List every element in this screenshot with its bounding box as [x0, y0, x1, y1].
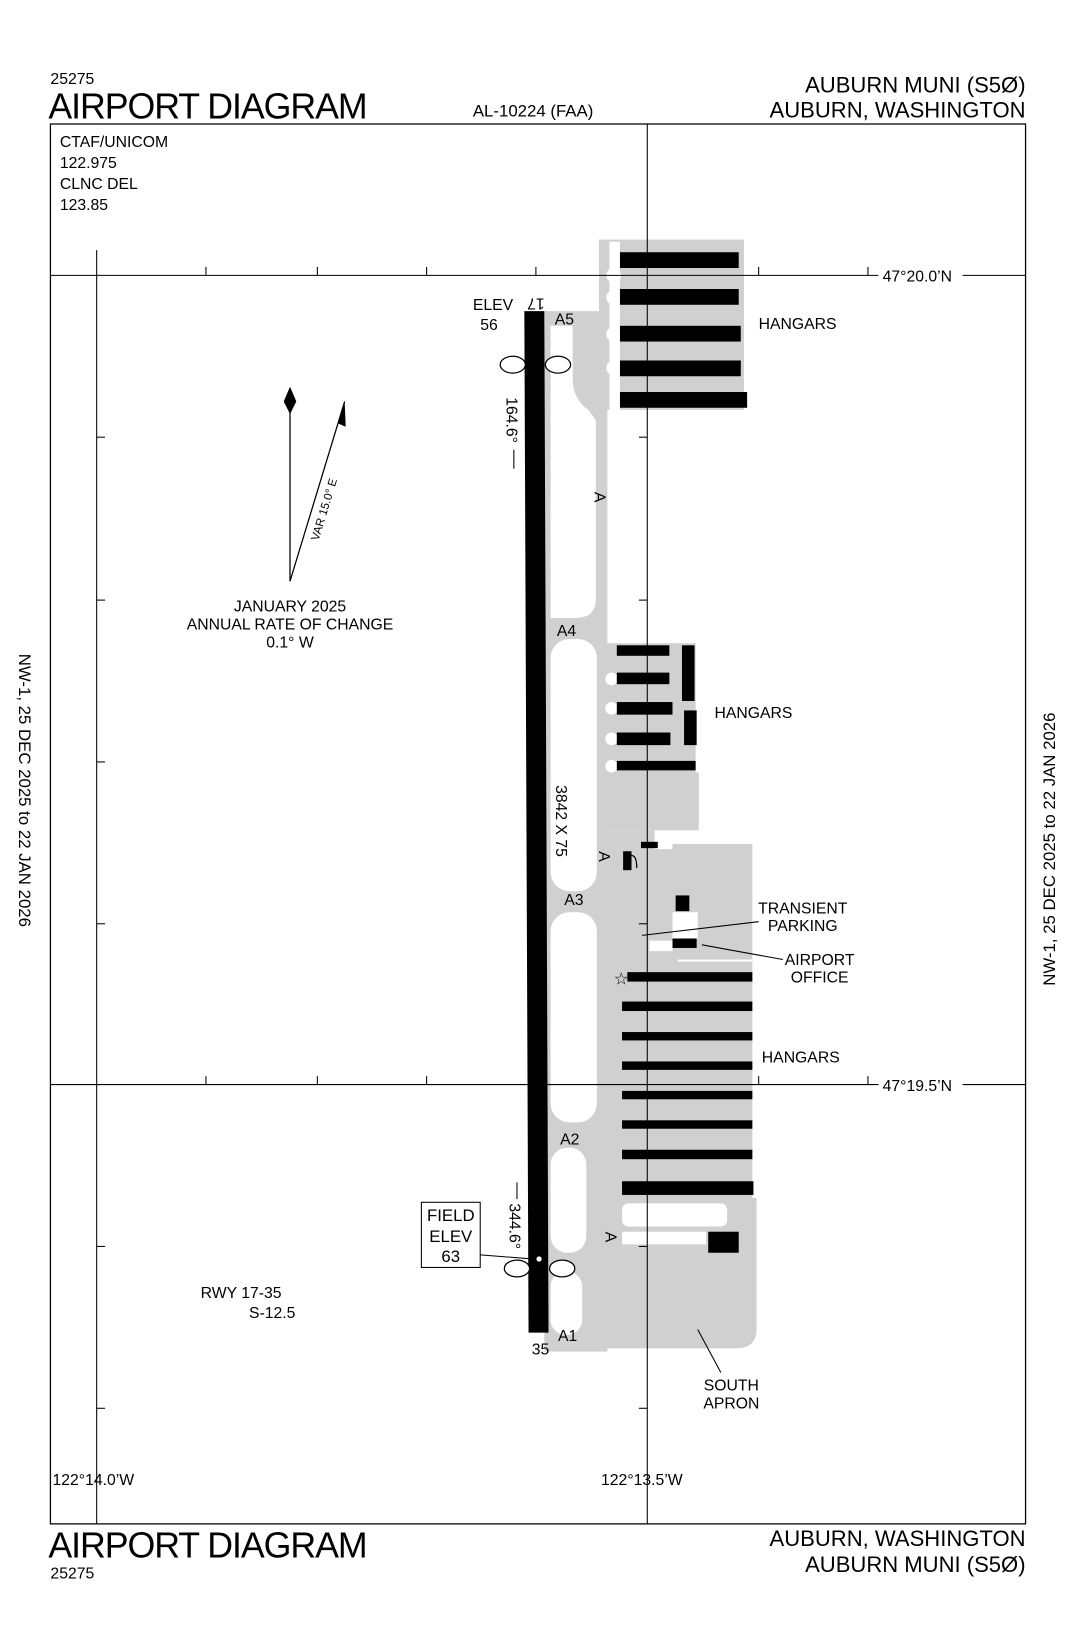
magnetic-north-arrow-icon: [289, 401, 346, 582]
taxiway-a2-label: A2: [560, 1131, 579, 1148]
field-elev-point: [536, 1256, 542, 1262]
transient-parking-label: PARKING: [768, 918, 838, 935]
runway-info-slope: S-12.5: [249, 1305, 296, 1322]
transient-parking-pointer: [641, 921, 759, 936]
airport-office-building: [672, 938, 697, 948]
runway-17-35: [524, 311, 549, 1333]
airport-name: AUBURN MUNI (S5Ø): [805, 72, 1025, 97]
runway-end-marker-35: [503, 1259, 576, 1278]
chart-number: 25275: [50, 71, 94, 88]
airport-location: AUBURN, WASHINGTON: [770, 98, 1026, 123]
hangars-label-south: HANGARS: [762, 1050, 840, 1067]
south-apron-pointer: [697, 1329, 722, 1373]
true-north-arrow-icon: [283, 386, 297, 582]
taxiway-a5-label: A5: [555, 312, 575, 329]
footer-airport-name: AUBURN MUNI (S5Ø): [805, 1552, 1025, 1577]
taxiway-a4-label: A4: [557, 623, 577, 640]
latitude-north-label: 47°20.0’N: [883, 269, 952, 286]
clnc-del-frequency: 123.85: [60, 197, 108, 214]
hangars-label-north: HANGARS: [759, 316, 837, 333]
runway-elev-value: 56: [480, 317, 498, 334]
airport-office-label: AIRPORT: [785, 952, 855, 969]
south-apron-label: APRON: [703, 1395, 759, 1412]
diagram-frame: [49, 123, 1027, 1525]
runway-designator-35: 35: [532, 1342, 550, 1359]
beacon-star-icon: ☆: [614, 970, 629, 989]
runway-info-name: RWY 17-35: [201, 1285, 282, 1302]
runway-heading-35: 344.6°: [506, 1203, 523, 1249]
runway-end-marker-17: [499, 355, 572, 374]
runway-heading-17: 164.6°: [502, 397, 519, 443]
transient-parking-label: TRANSIENT: [758, 900, 848, 917]
field-elevation-box: FIELD ELEV 63: [420, 1201, 534, 1268]
taxiway-a3-label: A3: [564, 892, 584, 909]
south-apron-label: SOUTH: [704, 1377, 759, 1394]
footer-title: AIRPORT DIAGRAM: [48, 1526, 366, 1566]
taxiway-a-label: A: [595, 851, 612, 862]
svg-text:63: 63: [441, 1247, 460, 1266]
al-number: AL-10224 (FAA): [473, 102, 593, 121]
taxiway-a-label: A: [591, 492, 608, 503]
effective-dates-left: NW-1, 25 DEC 2025 to 22 JAN 2026: [15, 654, 34, 927]
ctaf-label: CTAF/UNICOM: [60, 134, 168, 151]
longitude-east-label: 122°13.5’W: [601, 1472, 683, 1489]
svg-text:FIELD: FIELD: [427, 1206, 475, 1225]
variation-date: JANUARY 2025: [234, 599, 347, 616]
footer-chart-number: 25275: [50, 1566, 94, 1583]
runway-dimensions: 3842 X 75: [552, 785, 569, 857]
runway-designator-17: 17: [527, 294, 545, 311]
airport-office-label: OFFICE: [791, 970, 849, 987]
latitude-south-label: 47°19.5’N: [883, 1078, 952, 1095]
effective-dates-right: NW-1, 25 DEC 2025 to 22 JAN 2026: [1040, 713, 1059, 986]
hangars-label-middle: HANGARS: [715, 705, 793, 722]
taxiway-a1-label: A1: [558, 1328, 577, 1345]
page-title: AIRPORT DIAGRAM: [48, 87, 366, 127]
hangars: [616, 252, 754, 1253]
infield-islands: [550, 241, 728, 1335]
taxiway-a-label: A: [601, 1232, 618, 1243]
annual-rate-value: 0.1° W: [266, 634, 314, 651]
ctaf-frequency: 122.975: [60, 155, 117, 172]
magnetic-variation: VAR 15.0° E: [310, 477, 340, 542]
longitude-west-label: 122°14.0’W: [53, 1472, 135, 1489]
runway-elev-label: ELEV: [473, 297, 514, 314]
clnc-del-label: CLNC DEL: [60, 176, 138, 193]
airport-office-pointer: [701, 944, 783, 961]
annual-rate-label: ANNUAL RATE OF CHANGE: [187, 617, 394, 634]
footer-location: AUBURN, WASHINGTON: [770, 1526, 1026, 1551]
fuel-icon: [623, 851, 638, 871]
svg-text:ELEV: ELEV: [429, 1227, 473, 1246]
